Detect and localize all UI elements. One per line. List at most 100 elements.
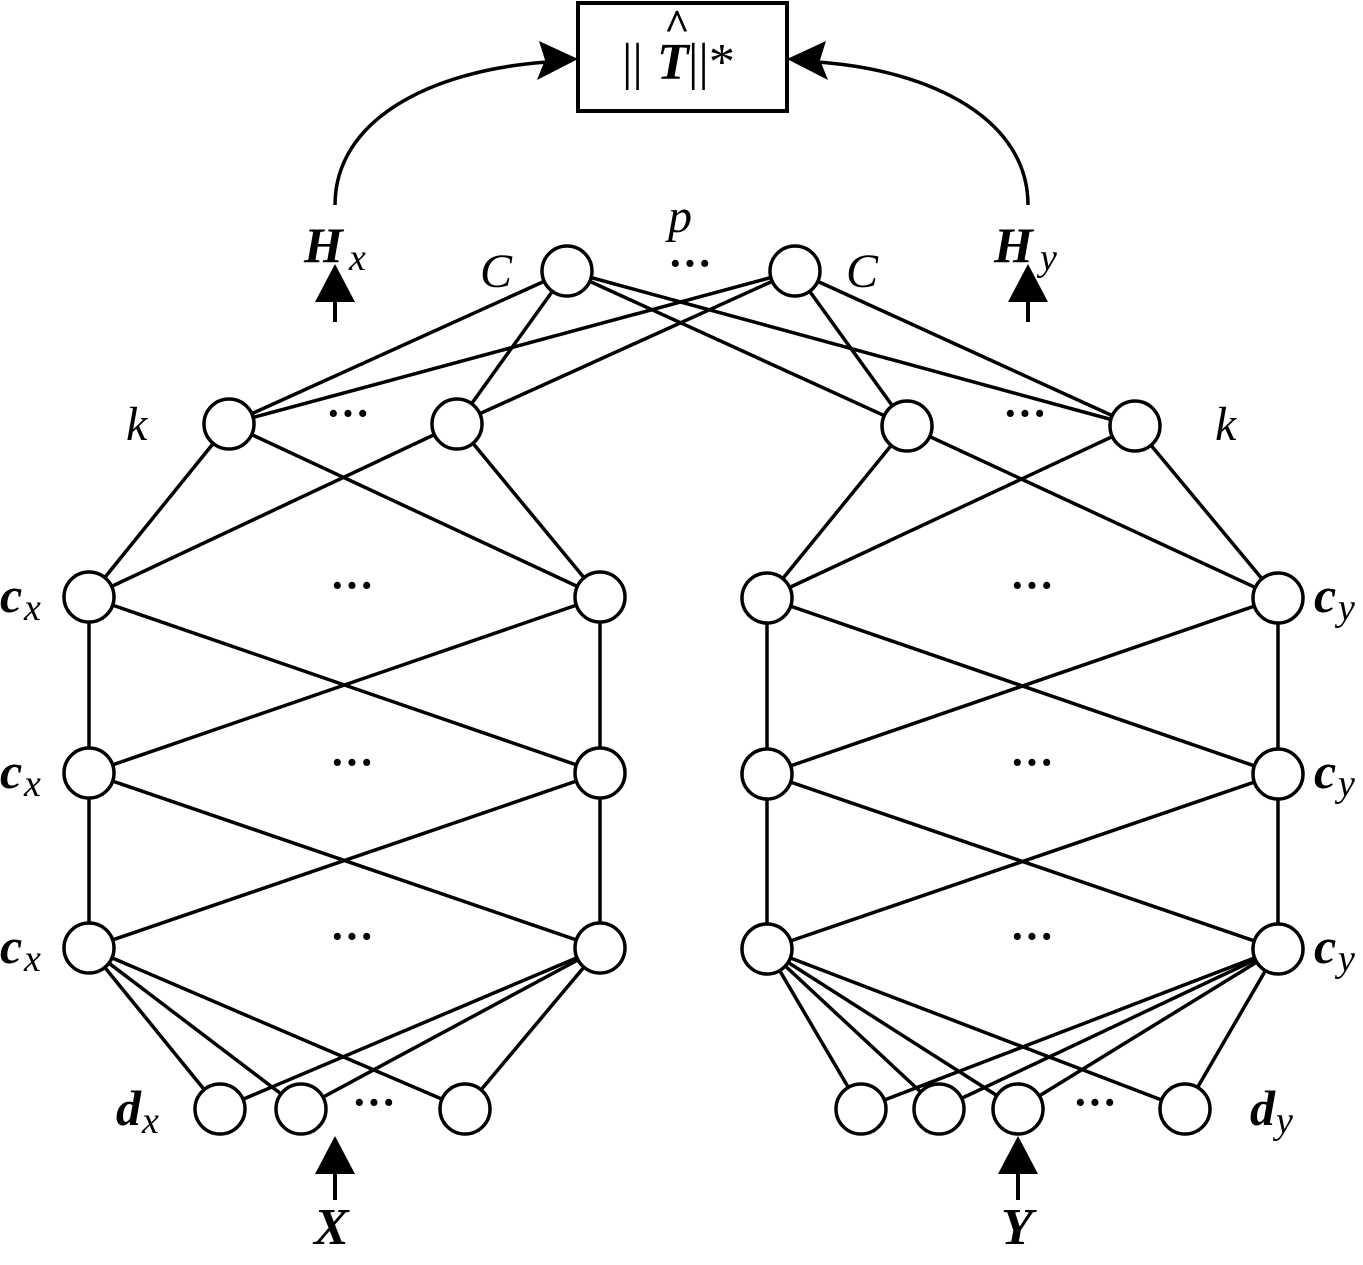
edge-hL3b-iL2 xyxy=(300,946,601,1111)
edge-kL2-hL1a xyxy=(88,422,458,599)
hx-up-arrow xyxy=(315,264,355,322)
left-curve-arrow xyxy=(333,60,549,206)
right-curve-arrowhead xyxy=(787,41,828,80)
edge-kR2-hR1b xyxy=(1133,424,1280,600)
top-layer-ellipsis: ··· xyxy=(668,239,712,288)
hy-up-arrow xyxy=(1008,264,1048,322)
node-iR1 xyxy=(834,1082,888,1136)
edge-kR1-hR1b xyxy=(906,424,1279,600)
edge-hR3a-iR1 xyxy=(765,948,863,1110)
input-x-label: X xyxy=(312,1199,350,1256)
left-input-ellipsis: ··· xyxy=(352,1078,396,1127)
node-kL1 xyxy=(202,397,256,451)
left-hidden-label-1: c x xyxy=(0,567,41,629)
right-hidden-3-ellipsis: ··· xyxy=(1010,912,1054,961)
left-hidden-3-ellipsis: ··· xyxy=(330,912,374,961)
right-hidden-1-ellipsis: ··· xyxy=(1010,561,1054,610)
node-hL2a xyxy=(62,746,116,800)
hx-symbol: H xyxy=(303,217,345,273)
node-iR4 xyxy=(1158,1082,1212,1136)
cy-subscript: y xyxy=(1334,763,1355,805)
edge-pR-kL2 xyxy=(456,269,796,426)
cx-symbol: c xyxy=(0,743,22,799)
right-curve-arrow xyxy=(816,60,1030,206)
edge-hL3b-iL1 xyxy=(219,946,601,1111)
node-hR2a xyxy=(740,747,794,801)
node-hL1a xyxy=(62,570,116,624)
node-pR xyxy=(768,244,822,298)
x-up-arrow xyxy=(315,1136,355,1200)
right-k-ellipsis: ··· xyxy=(1003,389,1047,438)
node-kL2 xyxy=(430,397,484,451)
hy-symbol: H xyxy=(993,217,1035,273)
objective-symbol: T xyxy=(657,34,691,91)
edge-pL-kL1 xyxy=(228,269,568,426)
edge-hR3a-iR2 xyxy=(765,947,941,1111)
cy-symbol: c xyxy=(1314,743,1336,799)
dx-label: d x xyxy=(116,1080,159,1142)
node-hL3a xyxy=(62,921,116,975)
dx-symbol: d xyxy=(116,1080,142,1136)
node-kR2 xyxy=(1108,399,1162,453)
cy-subscript: y xyxy=(1334,587,1355,629)
left-hidden-label-3: c x xyxy=(0,918,41,980)
left-k-ellipsis: ··· xyxy=(326,389,370,438)
edge-kL1-hL1b xyxy=(228,422,601,599)
edge-hR3b-iR4 xyxy=(1183,948,1280,1110)
edge-hL3a-iL2 xyxy=(87,946,303,1111)
edge-hL1b-hL2a xyxy=(88,595,601,775)
edge-kL2-hL1b xyxy=(455,422,602,599)
edge-kL1-hL1a xyxy=(87,422,231,599)
edge-hL2b-hL3a xyxy=(88,771,601,950)
hy-label: H y xyxy=(993,217,1057,279)
node-hR3b xyxy=(1251,922,1305,976)
edge-pR-kR2 xyxy=(794,269,1136,428)
network-edges xyxy=(87,269,1280,1111)
cx-subscript: x xyxy=(23,587,41,629)
y-up-arrow xyxy=(998,1136,1038,1200)
edge-hR3b-iR3 xyxy=(1017,947,1279,1111)
cx-symbol: c xyxy=(0,918,22,974)
network-nodes xyxy=(62,244,1305,1136)
objective-prefix: || xyxy=(622,34,643,91)
edge-kR2-hR1a xyxy=(766,424,1136,600)
objective-box: || ^ T ||* xyxy=(576,1,789,113)
edge-hR1b-hR2a xyxy=(766,596,1279,776)
node-kR1 xyxy=(880,399,934,453)
hx-label: H x xyxy=(303,217,366,279)
edge-hL3a-iL3 xyxy=(88,946,466,1111)
cx-subscript: x xyxy=(23,938,41,980)
edge-hR3b-iR1 xyxy=(860,947,1279,1111)
right-hidden-2-ellipsis: ··· xyxy=(1010,738,1054,787)
edge-kR1-hR1a xyxy=(765,424,909,600)
left-curve-arrowhead xyxy=(537,41,578,80)
top-layer-size-label: p xyxy=(665,190,692,243)
objective-suffix: ||* xyxy=(688,34,735,91)
node-hL1b xyxy=(573,570,627,624)
cy-subscript: y xyxy=(1334,938,1355,980)
node-iR3 xyxy=(991,1082,1045,1136)
dy-symbol: d xyxy=(1250,1080,1276,1136)
edge-pR-kR1 xyxy=(793,269,909,428)
left-k-label: k xyxy=(126,398,149,451)
node-iL1 xyxy=(193,1082,247,1136)
edge-hR3b-iR2 xyxy=(938,947,1279,1111)
objective-box-frame xyxy=(576,1,789,113)
cx-subscript: x xyxy=(23,763,41,805)
hy-subscript: y xyxy=(1036,237,1057,279)
edge-pR-kL1 xyxy=(228,269,796,426)
right-hidden-label-1: c y xyxy=(1314,567,1355,629)
cy-symbol: c xyxy=(1314,918,1336,974)
node-hL2b xyxy=(573,746,627,800)
left-hidden-2-ellipsis: ··· xyxy=(330,738,374,787)
objective-hat: ^ xyxy=(664,1,689,50)
left-hidden-label-2: c x xyxy=(0,743,41,805)
edge-hL3a-iL1 xyxy=(87,946,222,1111)
node-hR1b xyxy=(1251,571,1305,625)
edge-hR2b-hR3a xyxy=(766,772,1279,951)
input-y-label: Y xyxy=(1001,1199,1037,1256)
dx-subscript: x xyxy=(141,1100,159,1142)
dy-subscript: y xyxy=(1272,1100,1293,1142)
edge-hR3a-iR3 xyxy=(766,947,1019,1111)
